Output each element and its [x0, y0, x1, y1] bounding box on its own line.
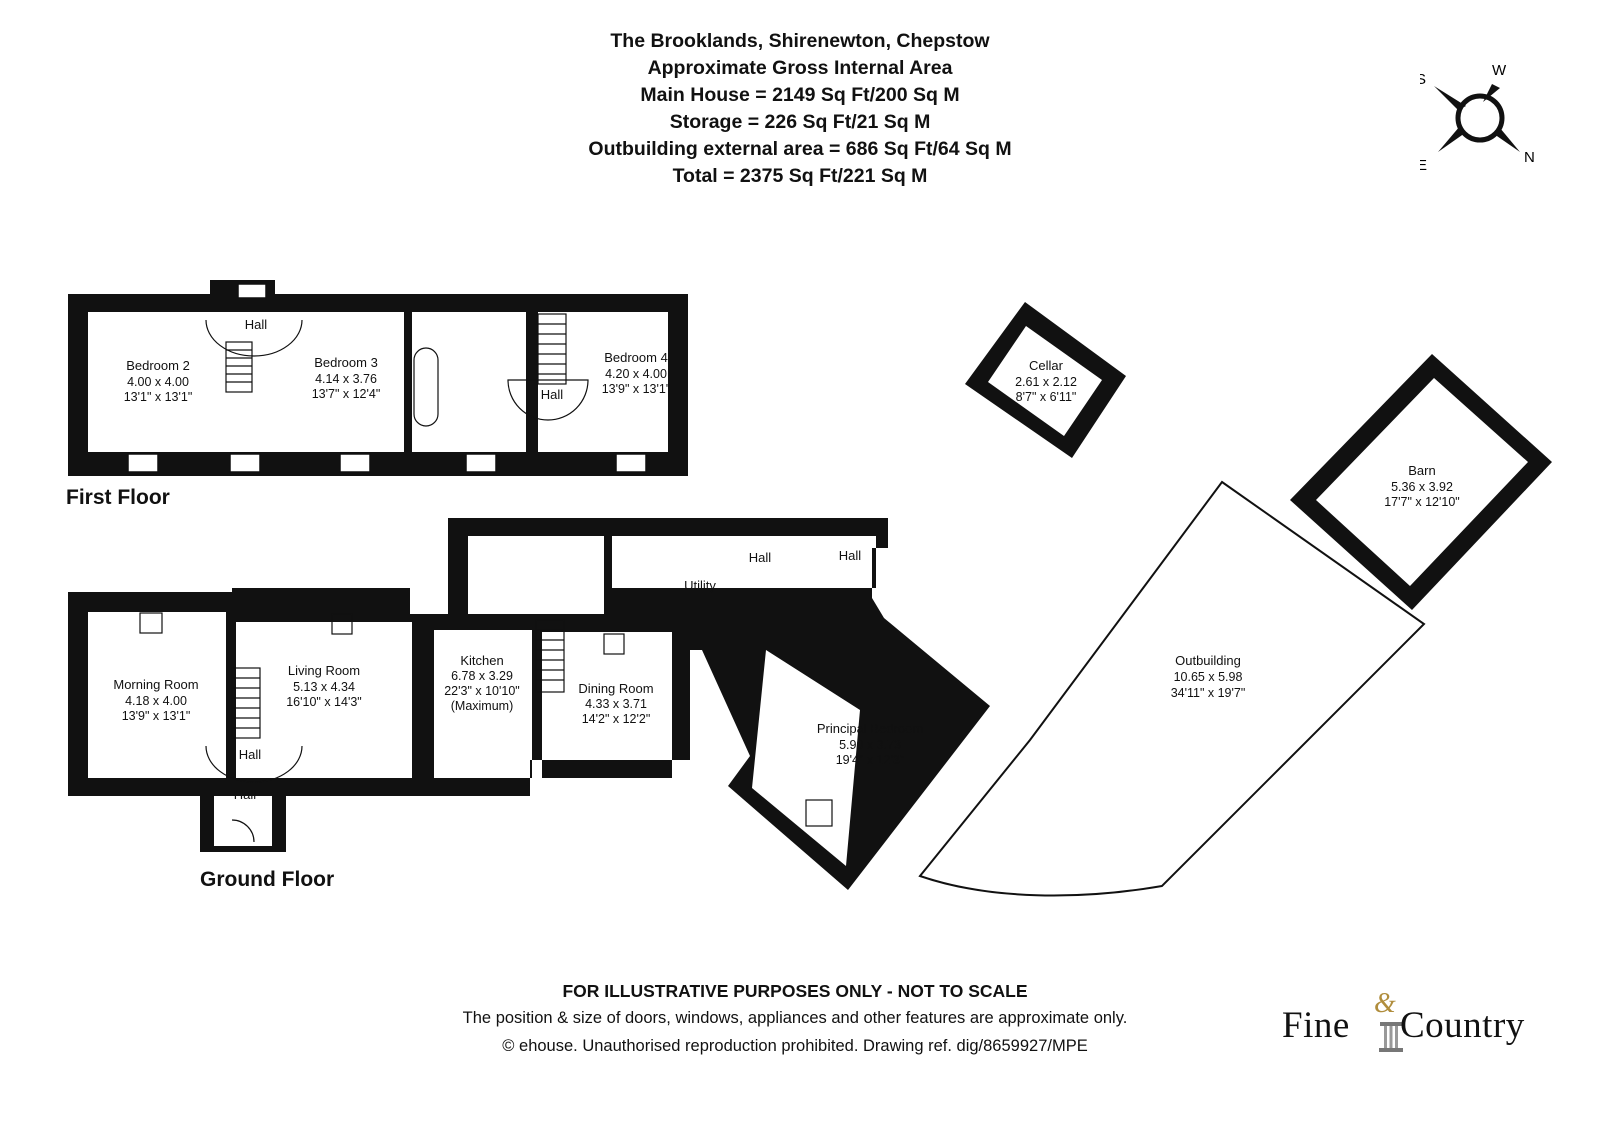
kitchen-imperial: 22'3" x 10'10" [444, 684, 520, 698]
main-house-area: Main House = 2149 Sq Ft/200 Sq M [640, 84, 960, 106]
first-floor-label: First Floor [66, 486, 170, 509]
dining-room-imperial: 14'2" x 12'2" [582, 712, 651, 726]
first-floor-walls [68, 280, 688, 476]
cellar-imperial: 8'7" x 6'11" [1016, 390, 1077, 404]
principal-bedroom-name: Principal Bedroom [817, 721, 923, 736]
area-subtitle: Approximate Gross Internal Area [647, 57, 953, 79]
bedroom3-imperial: 13'7" x 12'4" [312, 387, 381, 401]
hall-ground-porch: Hall [234, 787, 257, 802]
hall-ground-top-right: Hall [839, 548, 862, 563]
logo-word-country: Country [1400, 1005, 1525, 1046]
morning-room-name: Morning Room [113, 677, 198, 692]
barn-metric: 5.36 x 3.92 [1391, 480, 1453, 494]
bedroom2-name: Bedroom 2 [126, 358, 190, 373]
bedroom2-imperial: 13'1" x 13'1" [124, 390, 193, 404]
compass-w: W [1492, 62, 1507, 79]
principal-bedroom-imperial: 19'4" x 12'3" [836, 753, 905, 767]
outbuilding-area: Outbuilding external area = 686 Sq Ft/64… [588, 138, 1012, 160]
barn-imperial: 17'7" x 12'10" [1384, 495, 1460, 509]
copyright-note: © ehouse. Unauthorised reproduction proh… [502, 1037, 1088, 1055]
compass-needle-n [1494, 128, 1520, 152]
pillar-icon [1379, 1022, 1403, 1052]
cellar: Cellar 2.61 x 2.12 8'7" x 6'11" [965, 302, 1126, 458]
kitchen-note: (Maximum) [451, 699, 514, 713]
outbuilding: Outbuilding 10.65 x 5.98 34'11" x 19'7" [918, 480, 1426, 897]
hall-first-right: Hall [541, 387, 564, 402]
compass-n: N [1524, 149, 1535, 166]
outbuilding-imperial: 34'11" x 19'7" [1171, 686, 1246, 700]
utility-name: Utility [684, 578, 716, 593]
living-room-name: Living Room [288, 663, 360, 678]
compass-needle-e [1438, 126, 1465, 152]
hall-first-left: Hall [245, 317, 268, 332]
kitchen-name: Kitchen [460, 653, 503, 668]
cellar-name: Cellar [1029, 358, 1064, 373]
ground-floor-walls [68, 518, 990, 890]
hall-ground-top: Hall [749, 550, 772, 565]
logo-word-fine: Fine [1282, 1005, 1350, 1046]
barn-name: Barn [1408, 463, 1435, 478]
disclaimer-heading: FOR ILLUSTRATIVE PURPOSES ONLY - NOT TO … [562, 981, 1028, 1001]
total-area: Total = 2375 Sq Ft/221 Sq M [672, 165, 928, 187]
living-room-metric: 5.13 x 4.34 [293, 680, 355, 694]
ground-floor-label: Ground Floor [200, 868, 335, 891]
disclaimer-note: The position & size of doors, windows, a… [462, 1009, 1128, 1027]
compass-s: S [1420, 71, 1426, 88]
first-floor: Hall Bedroom 2 4.00 x 4.00 13'1" x 13'1"… [68, 280, 688, 476]
kitchen-metric: 6.78 x 3.29 [451, 669, 513, 683]
ground-floor: Hall Hall Morning Room 4.18 x 4.00 13'9"… [68, 518, 990, 890]
dining-room-metric: 4.33 x 3.71 [585, 697, 647, 711]
bedroom4-imperial: 13'9" x 13'1" [602, 382, 671, 396]
bedroom4-name: Bedroom 4 [604, 350, 668, 365]
living-room-imperial: 16'10" x 14'3" [286, 695, 362, 709]
outbuilding-metric: 10.65 x 5.98 [1174, 670, 1243, 684]
principal-bedroom-metric: 5.90 x 3.73 [839, 738, 901, 752]
morning-room-metric: 4.18 x 4.00 [125, 694, 187, 708]
morning-room-imperial: 13'9" x 13'1" [122, 709, 191, 723]
barn: Barn 5.36 x 3.92 17'7" x 12'10" [1290, 354, 1552, 610]
compass-needle-s [1434, 86, 1466, 110]
dining-room-name: Dining Room [578, 681, 653, 696]
bedroom2-metric: 4.00 x 4.00 [127, 375, 189, 389]
compass-e: E [1420, 157, 1427, 174]
hall-ground-lobby: Hall [239, 747, 262, 762]
bedroom3-name: Bedroom 3 [314, 355, 378, 370]
fine-country-logo: Fine & Country [1282, 988, 1582, 1058]
bedroom4-metric: 4.20 x 4.00 [605, 367, 667, 381]
logo-ampersand: & [1374, 988, 1396, 1019]
footer: FOR ILLUSTRATIVE PURPOSES ONLY - NOT TO … [330, 978, 1260, 1060]
compass-needle-w [1483, 84, 1500, 102]
outbuilding-name: Outbuilding [1175, 653, 1241, 668]
header: The Brooklands, Shirenewton, Chepstow Ap… [0, 28, 1600, 190]
cellar-metric: 2.61 x 2.12 [1015, 375, 1077, 389]
storage-area: Storage = 226 Sq Ft/21 Sq M [669, 111, 931, 133]
compass-icon: S W E N [1420, 62, 1535, 174]
plan-title: The Brooklands, Shirenewton, Chepstow [610, 30, 990, 52]
bedroom3-metric: 4.14 x 3.76 [315, 372, 377, 386]
